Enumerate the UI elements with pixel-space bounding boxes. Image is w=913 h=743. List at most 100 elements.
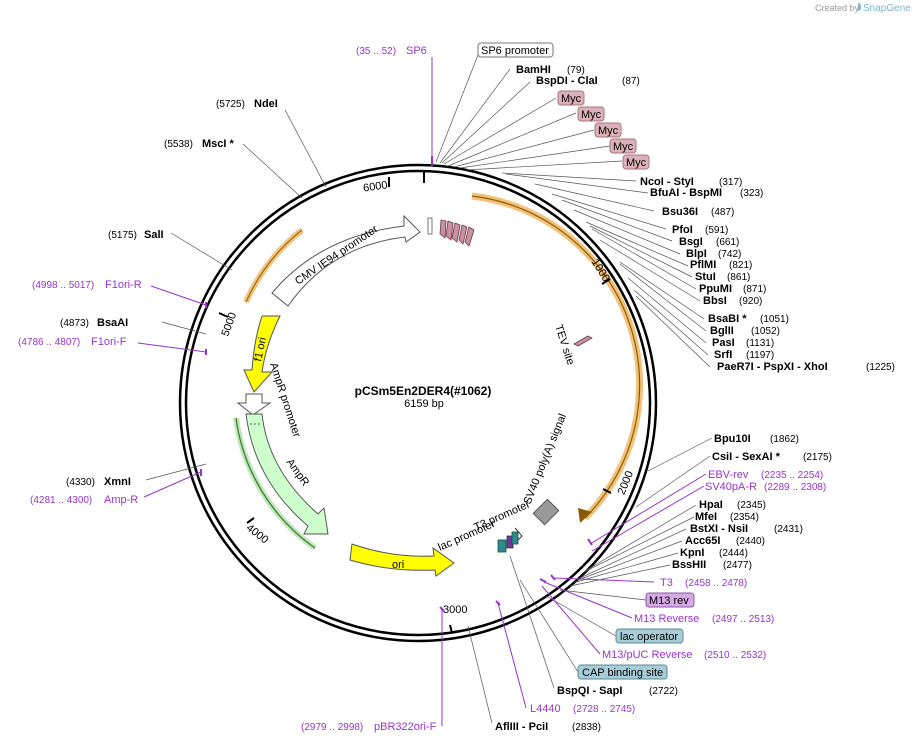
cap-site-block [511,531,519,545]
site-sexai-pos: (2175) [803,452,832,463]
site-ndei-name: NdeI [254,98,278,110]
myc-tag-2-label: Myc [581,109,602,121]
site-sali-pos: (5175) [108,230,137,241]
site-kpni-name: KpnI [680,547,704,559]
site-bsaai-pos: (4873) [60,318,89,329]
sp6-promoter-tag [477,42,554,58]
left-site-labels: (5725) NdeI (5538) MscI * (5175) SalI (4… [60,98,278,488]
cmv-promoter-label: CMV IE94 promoter [293,223,381,287]
site-ncoi-name: NcoI - StyI [640,176,694,188]
site-pcii-name: AflIII - PciI [495,721,548,733]
sp6-promoter-tag-label: SP6 promoter [481,45,549,57]
site-pfoi-pos: (591) [705,225,728,236]
ampr-green-arc-inner [235,417,316,549]
site-xhoi-name: PaeR7I - PspXI - XhoI [717,361,828,373]
site-acc65i-name: Acc65I [685,535,720,547]
bp-ticks [218,177,612,634]
site-mfei-name: MfeI [695,511,717,523]
tick-6000: 6000 [362,179,388,194]
primer-t3-range: (2458 .. 2478) [685,578,747,589]
site-srfi-pos: (1197) [746,350,774,361]
primer-m13puc-reverse-range: (2510 .. 2532) [704,650,766,661]
site-ppumi-name: PpuMI [699,283,732,295]
myc-tag-2 [577,106,605,122]
orange-cds-arc-inner [471,195,641,519]
site-pcii-pos: (2838) [572,722,601,733]
feature-arcs [233,192,644,551]
primer-pbr322ori-f-name: pBR322ori-F [374,721,437,733]
site-bfuai-name: BfuAI - BspMI [650,187,722,199]
right-site-labels-top: BamHI (79) BspDI - ClaI (87) NcoI - StyI… [516,64,895,373]
myc-tags [439,219,475,247]
myc-tag-3 [594,122,622,138]
tick-3000: 3000 [443,604,467,616]
site-pfoi-name: PfoI [672,224,693,236]
site-clai-pos: (87) [622,76,640,87]
primer-sv40pa-r-range: (2289 .. 2308) [764,482,826,493]
site-bsu36i-pos: (487) [711,207,734,218]
m13-rev-tag-label: M13 rev [649,595,689,607]
site-bsabi-name: BsaBI * [708,313,747,325]
ori-arrow [349,543,455,577]
site-bsabi-pos: (1051) [760,314,789,325]
snapgene-logo-icon [858,3,861,11]
ampr-promoter-label: AmpR promoter [267,361,303,439]
myc-tag-4-label: Myc [613,141,634,153]
site-hpai-pos: (2345) [737,500,766,511]
primer-sp6-name: SP6 [406,45,427,57]
lac-operator-tag [615,628,684,644]
m13-rev-tag [645,592,695,608]
site-sapi-pos: (2722) [649,686,678,697]
site-bsu36i-name: Bsu36I [662,206,698,218]
site-xhoi-pos: (1225) [866,362,895,373]
site-sexai-name: CsiI - SexAI * [712,451,781,463]
plasmid-name: pCSm5En2DER4(#1062) [355,384,492,398]
site-blpi-pos: (742) [718,249,741,260]
site-msci-name: MscI * [202,138,235,150]
ampr-arrow [245,413,329,535]
f1-ori-label: f1 ori [252,336,269,362]
site-pflmi-name: PflMI [690,259,716,271]
site-stui-name: StuI [695,271,716,283]
site-pflmi-pos: (821) [729,260,752,271]
leader-lines [145,54,713,724]
site-ndei-pos: (5725) [216,99,245,110]
site-bsgi-name: BsgI [679,236,703,248]
lac-operator-tag-label: lac operator [620,631,678,643]
ampr-promoter-arrow [236,393,272,416]
myc-tag-5 [622,154,650,170]
snapgene-credit: Created by SnapGene [815,3,911,14]
site-clai-name: BspDI - ClaI [536,75,598,87]
myc-tag-1 [557,90,585,106]
myc-tag-3-label: Myc [598,125,619,137]
top-labels: (35 .. 52) SP6 SP6 promoter Myc Myc Myc … [356,42,650,170]
myc-tag-5-label: Myc [626,157,647,169]
primer-ebv-rev-name: EBV-rev [708,469,749,481]
site-bsshii-name: BssHII [672,559,706,571]
orange-cds-arc [471,192,644,521]
primer-f1ori-r-range: (4998 .. 5017) [32,280,94,291]
lac-operator-block [497,539,507,553]
site-bbsi-name: BbsI [703,295,727,307]
site-sapi-name: BspQI - SapI [557,685,622,697]
primer-f1ori-f-range: (4786 .. 4807) [18,337,80,348]
site-blpi-name: BlpI [686,248,707,260]
primer-m13-reverse-range: (2497 .. 2513) [712,614,774,625]
site-bglii-pos: (1052) [751,326,780,337]
credit-brand: SnapGene [863,3,911,14]
site-nsii-pos: (2431) [774,524,803,535]
left-primer-labels: (4998 .. 5017) F1ori-R (4786 .. 4807) F1… [18,279,142,506]
site-bamhi-name: BamHI [516,64,551,76]
site-sali-name: SalI [144,229,164,241]
cap-site-tag-label: CAP binding site [582,667,663,679]
site-bbsi-pos: (920) [739,296,762,307]
tick-4000: 4000 [244,522,271,547]
sp6-promoter-box [427,217,433,235]
site-bpu10i-name: Bpu10I [714,433,751,445]
primer-pbr322ori-f-range: (2979 .. 2998) [301,722,363,733]
myc-tag-4 [609,138,637,154]
primer-sp6-range: (35 .. 52) [356,46,396,57]
orange-cds-arrowhead [578,508,592,523]
site-bglii-name: BglII [710,325,734,337]
site-bpu10i-pos: (1862) [770,434,799,445]
